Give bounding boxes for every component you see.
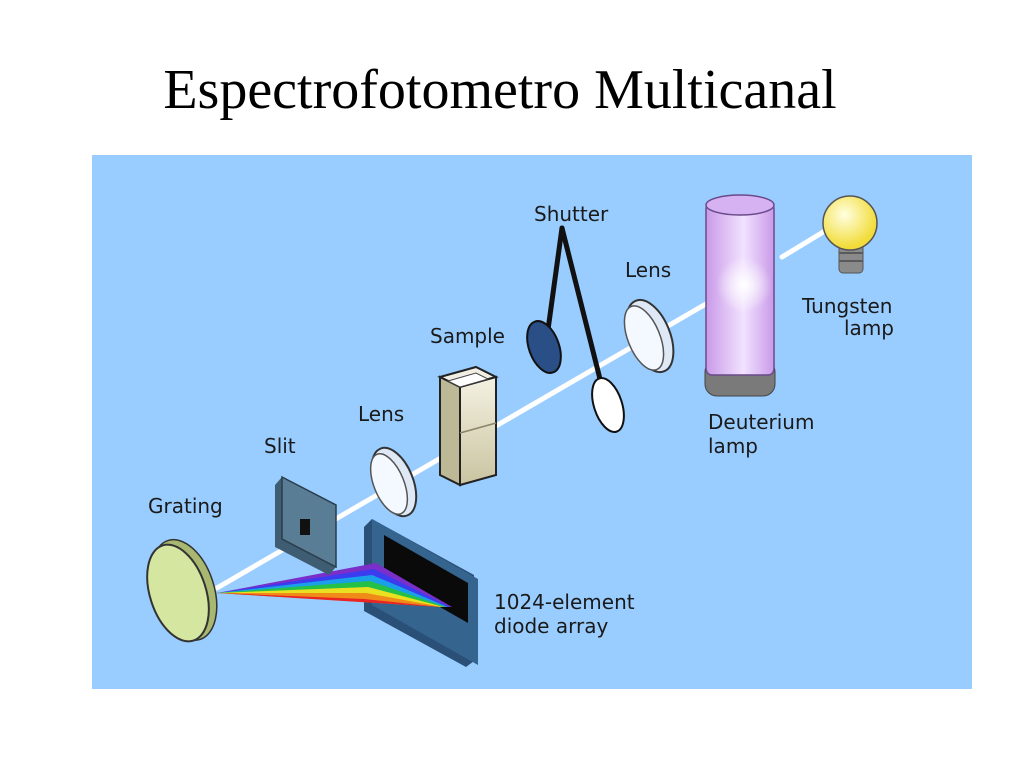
label-lens-right: Lens bbox=[625, 258, 671, 282]
slit bbox=[275, 475, 337, 575]
label-tungsten-lamp-line1: Tungsten bbox=[801, 294, 892, 318]
label-grating: Grating bbox=[148, 494, 223, 518]
spectrophotometer-diagram: Shutter Lens Tungsten lamp Sample Lens S… bbox=[92, 155, 972, 689]
tungsten-lamp bbox=[822, 195, 878, 274]
page-title: Espectrofotometro Multicanal bbox=[163, 59, 837, 121]
label-sample: Sample bbox=[430, 324, 505, 348]
label-slit: Slit bbox=[264, 434, 296, 458]
diagram-panel: Shutter Lens Tungsten lamp Sample Lens S… bbox=[92, 155, 972, 689]
label-deuterium-lamp-line1: Deuterium bbox=[708, 410, 814, 434]
lens-left bbox=[369, 446, 418, 518]
spectrum-fan bbox=[217, 563, 452, 607]
sample-cuvette bbox=[437, 365, 499, 487]
lens-right bbox=[623, 298, 675, 374]
deuterium-lamp bbox=[704, 194, 776, 397]
shutter bbox=[526, 225, 625, 433]
label-tungsten-lamp-line2: lamp bbox=[844, 316, 894, 340]
label-diode-array-line1: 1024-element bbox=[494, 590, 635, 614]
label-deuterium-lamp-line2: lamp bbox=[708, 434, 758, 458]
panel-background bbox=[92, 155, 972, 689]
label-lens-left: Lens bbox=[358, 402, 404, 426]
grating bbox=[146, 538, 218, 643]
label-shutter: Shutter bbox=[534, 202, 609, 226]
label-diode-array-line2: diode array bbox=[494, 614, 608, 638]
